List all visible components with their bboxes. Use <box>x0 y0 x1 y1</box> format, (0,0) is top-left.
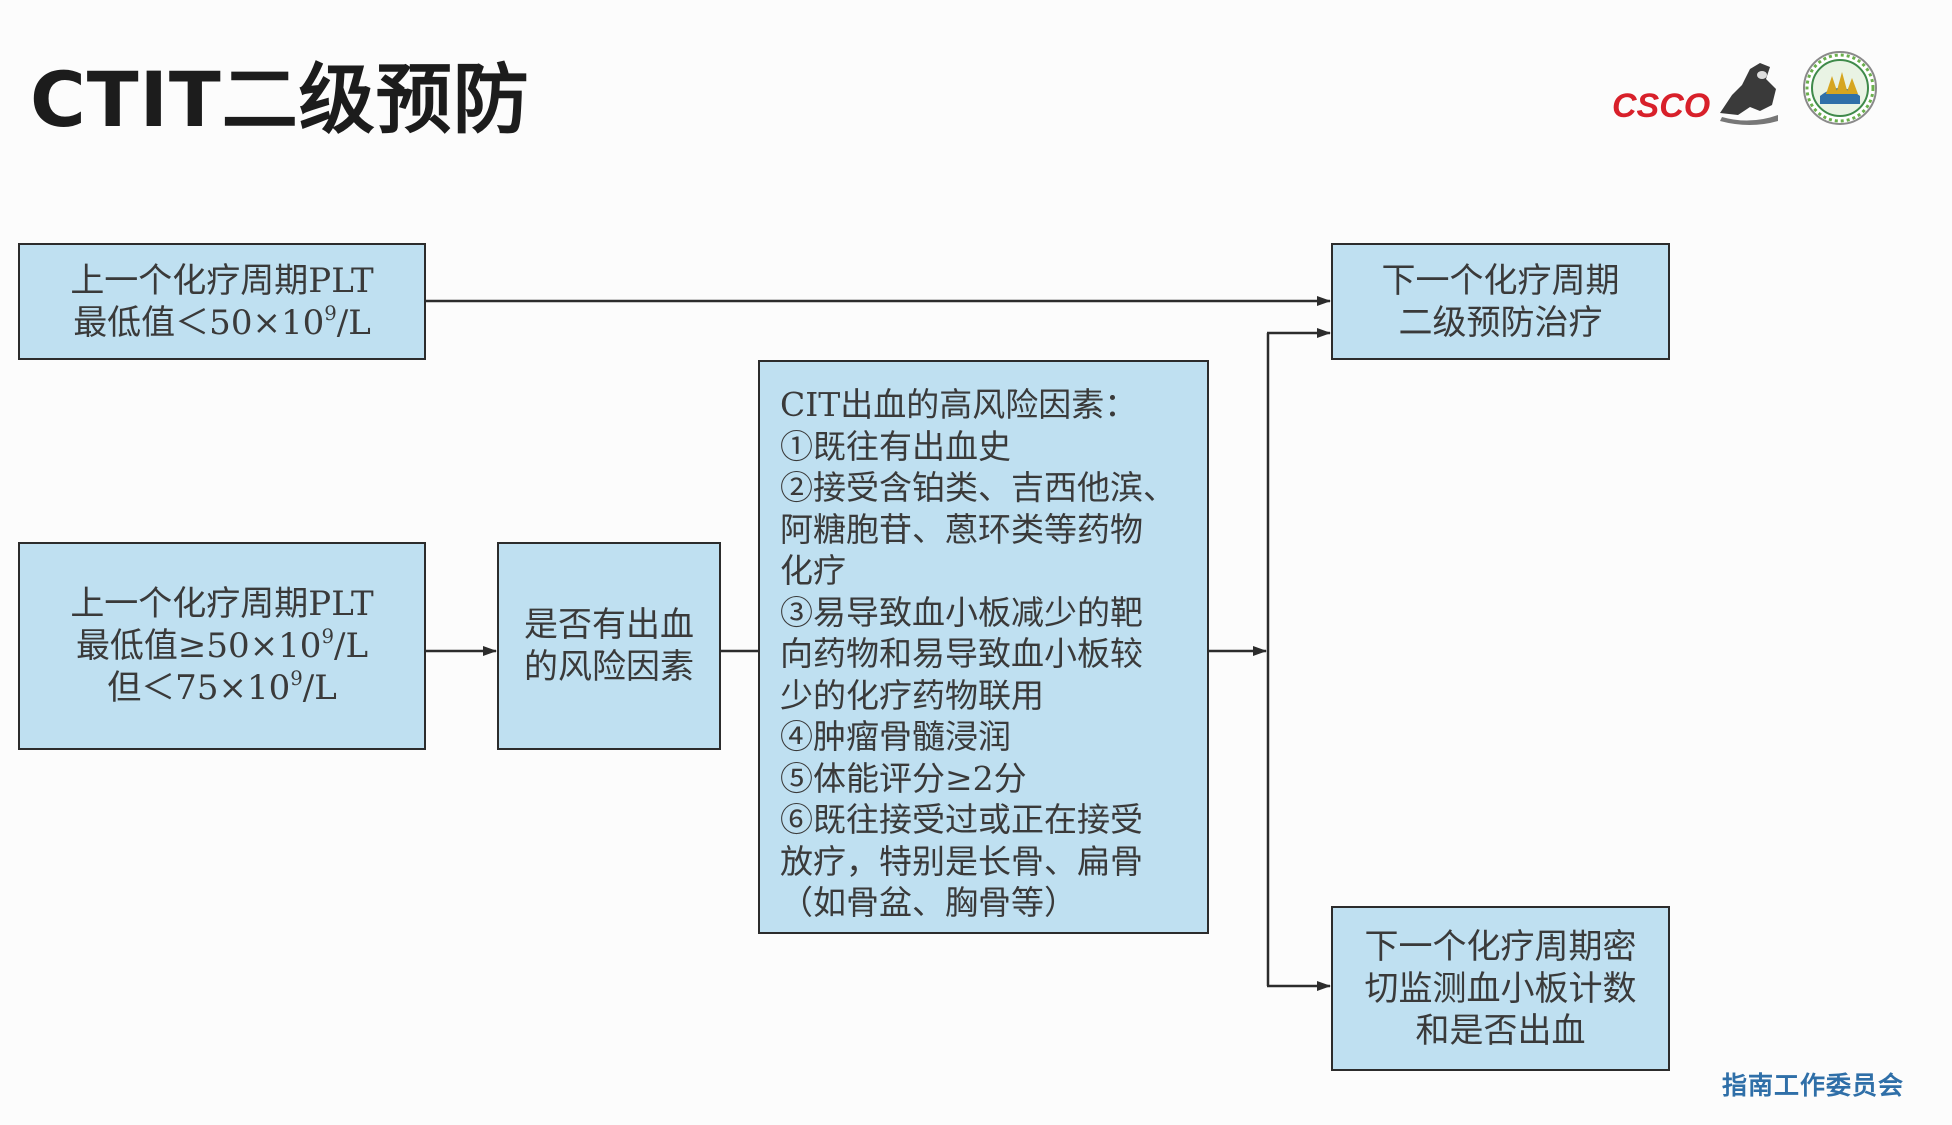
association-seal-logo <box>1803 51 1877 125</box>
risk-factor-line: ⑤体能评分≥2分 <box>780 758 1027 798</box>
box-monitor-line3: 和是否出血 <box>1415 1010 1586 1051</box>
box-prev-plt-mid: 上一个化疗周期PLT 最低值≥50×109/L 但＜75×109/L <box>18 542 426 750</box>
box-prev-plt-mid-line1: 上一个化疗周期PLT <box>70 584 374 624</box>
risk-factor-line: ①既往有出血史 <box>780 426 1011 466</box>
csco-logo: CSCO <box>1612 63 1778 125</box>
risk-factor-line: ②接受含铂类、吉西他滨、 <box>780 468 1176 507</box>
risk-factor-line: 化疗 <box>780 551 846 590</box>
box-prev-plt-low: 上一个化疗周期PLT 最低值＜50×109/L <box>18 243 426 360</box>
risk-factor-line: 阿糖胞苷、蒽环类等药物 <box>780 509 1143 549</box>
csco-logo-text: CSCO <box>1612 87 1710 125</box>
box-prev-plt-mid-line3: 但＜75×109/L <box>107 667 337 708</box>
risk-factor-line: 少的化疗药物联用 <box>780 675 1044 715</box>
risk-factor-line: 向药物和易导致血小板较 <box>780 634 1143 673</box>
risk-factor-line: ⑥既往接受过或正在接受 <box>780 800 1143 839</box>
risk-factor-line: ④肿瘤骨髓浸润 <box>780 717 1011 756</box>
box-next-cycle-prevention: 下一个化疗周期 二级预防治疗 <box>1331 243 1670 360</box>
box-prevention-line1: 下一个化疗周期 <box>1381 260 1620 301</box>
footer-committee: 指南工作委员会 <box>1722 1071 1905 1100</box>
box-prev-plt-mid-line2: 最低值≥50×109/L <box>75 625 369 666</box>
risk-factor-line: （如骨盆、胸骨等） <box>780 883 1077 922</box>
box-question-line1: 是否有出血 <box>524 605 694 645</box>
box-prev-plt-low-line2: 最低值＜50×109/L <box>73 301 371 343</box>
risk-factor-line: ③易导致血小板减少的靶 <box>780 592 1143 632</box>
page-title: CTIT二级预防 <box>30 55 530 144</box>
box-prevention-line2: 二级预防治疗 <box>1398 302 1603 343</box>
box-monitor-line2: 切监测血小板计数 <box>1364 968 1637 1009</box>
box-next-cycle-monitoring: 下一个化疗周期密 切监测血小板计数 和是否出血 <box>1331 906 1670 1071</box>
box-prev-plt-low-line1: 上一个化疗周期PLT <box>70 260 374 301</box>
box-bleeding-risk-question: 是否有出血 的风险因素 <box>497 542 721 750</box>
risk-factors-heading: CIT出血的高风险因素： <box>780 385 1138 424</box>
box-monitor-line1: 下一个化疗周期密 <box>1364 926 1637 967</box>
risk-factor-line: 放疗，特别是长骨、扁骨 <box>780 841 1143 881</box>
box-risk-factors: CIT出血的高风险因素： ①既往有出血史 ②接受含铂类、吉西他滨、 阿糖胞苷、蒽… <box>758 360 1209 934</box>
box-question-line2: 的风险因素 <box>524 647 694 687</box>
